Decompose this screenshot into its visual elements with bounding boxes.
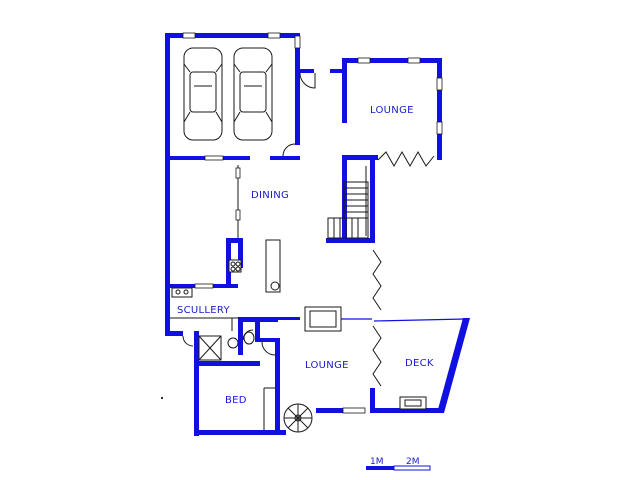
car-icon [233,47,273,141]
room-label-deck: DECK [405,358,434,369]
room-label-dining: DINING [251,190,289,201]
fixtures [160,239,427,430]
room-label-bed: BED [225,395,247,406]
garage-cars [183,47,273,141]
room-labels: LOUNGE DINING SCULLERY LOUNGE DECK BED [177,105,434,406]
sink-icon [171,287,193,298]
scale-label-2m: 2M [406,457,420,467]
car-icon [183,47,223,141]
doors [182,72,435,387]
hob-icon [228,259,242,273]
braai-icon [399,396,427,410]
room-label-scullery: SCULLERY [177,305,231,316]
kitchen-island [265,239,281,293]
room-label-lounge-lower: LOUNGE [305,360,349,371]
scale-label-1m: 1M [370,457,384,467]
room-label-lounge-upper: LOUNGE [370,105,414,116]
toilet-icon [243,331,255,345]
staircase [283,166,369,433]
scale-bar: 1M 2M [366,457,431,471]
basin-icon [227,337,239,349]
windows [182,32,443,414]
walls [165,33,470,436]
